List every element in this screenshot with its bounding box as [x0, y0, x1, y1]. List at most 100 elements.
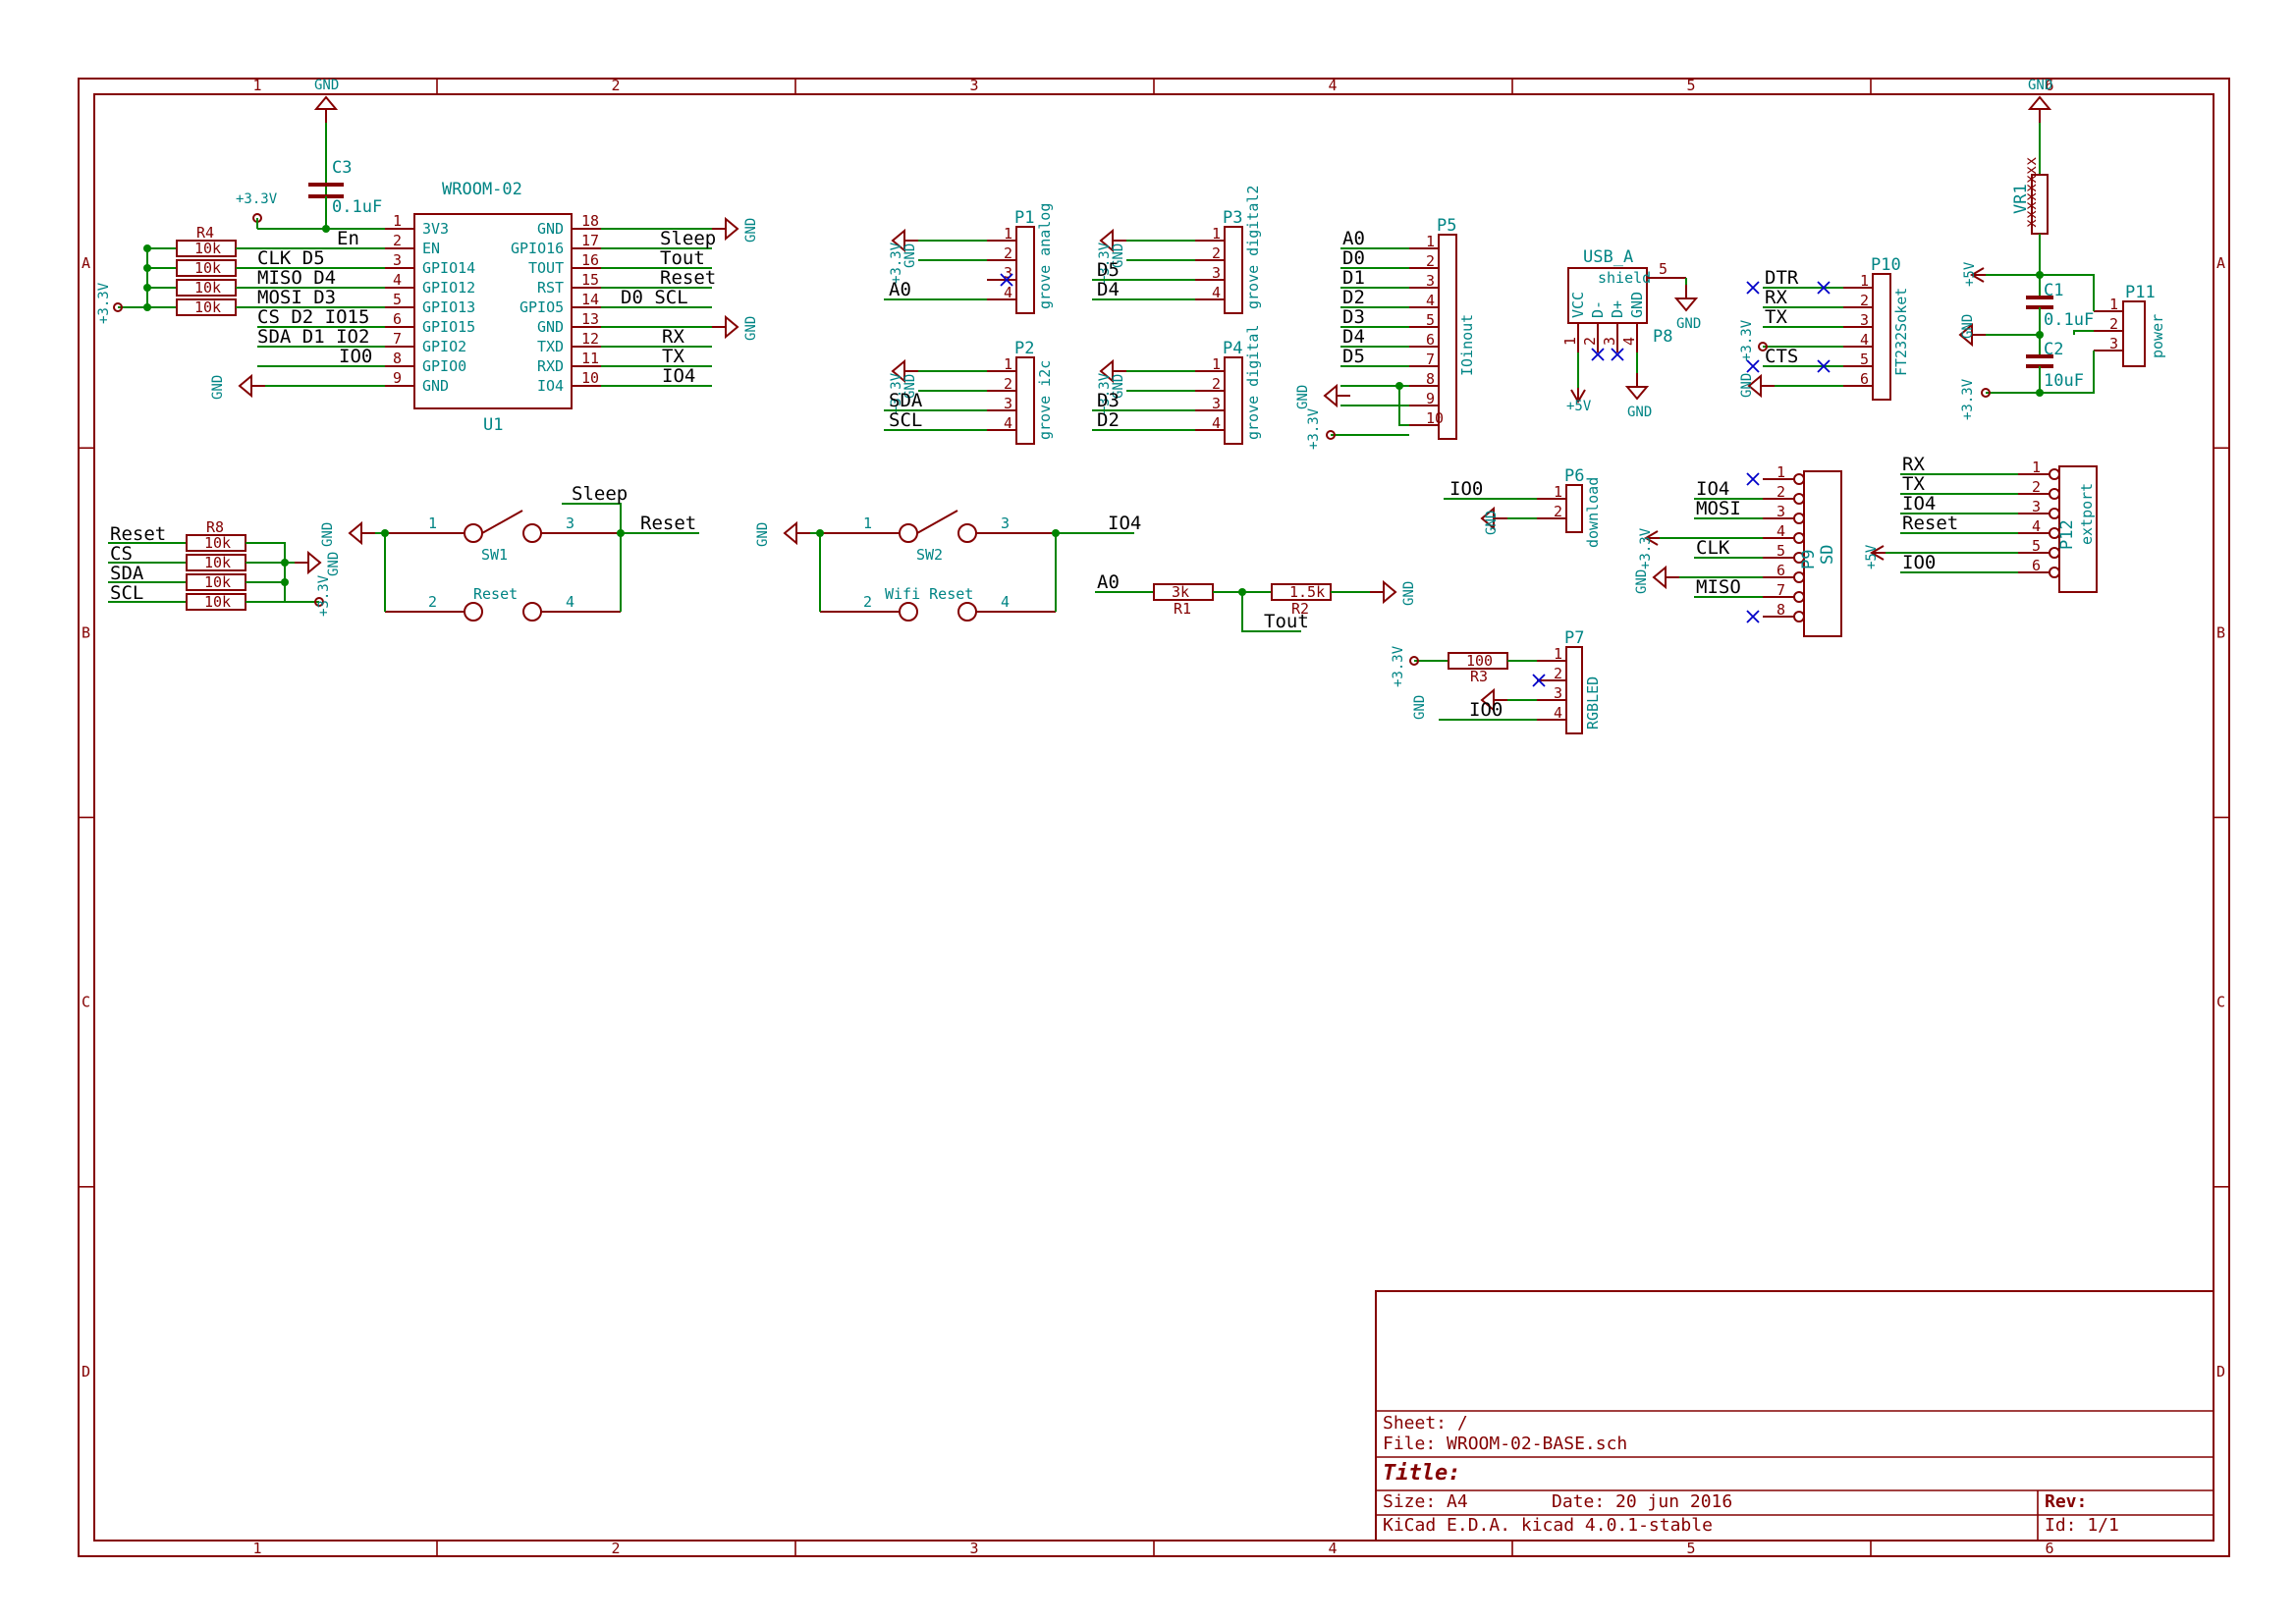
connector-body	[1565, 484, 1583, 533]
power-flag	[314, 597, 324, 607]
gnd-shape	[1958, 322, 1986, 348]
u1-pin-num: 18	[581, 212, 599, 230]
connector-name: IOinout	[1458, 314, 1476, 376]
no-connect-marker	[1746, 359, 1760, 373]
net-label: MOSI D3	[257, 287, 336, 308]
u1-pin-num: 5	[393, 291, 402, 308]
u1-pin-name: GND	[537, 220, 564, 238]
net-label: IO0	[1469, 699, 1503, 721]
net-label: SDA D1 IO2	[257, 326, 369, 348]
gnd-label: GND	[320, 522, 336, 547]
pin-number: 3	[1777, 503, 1785, 520]
power-flag	[1981, 388, 1991, 398]
power-label: +3.3V	[96, 282, 112, 324]
gnd-shape	[891, 228, 918, 253]
net-label: D5	[1097, 259, 1120, 281]
pin-number: 3	[1426, 272, 1435, 290]
vr1-ref: VR1	[2011, 184, 2031, 214]
frame-row-right: A	[2216, 254, 2225, 272]
gnd-label: GND	[210, 375, 226, 400]
junction	[1395, 382, 1403, 390]
frame-col-bottom: 6	[2046, 1540, 2054, 1557]
no-connect-marker	[1817, 359, 1831, 373]
pin-number: 4	[1860, 331, 1869, 349]
u1-pin-name: GPIO0	[422, 357, 466, 375]
u1-pin-name: RXD	[537, 357, 564, 375]
pin-number: 3	[2032, 498, 2041, 515]
gnd-symbol	[1958, 322, 1986, 348]
net-label: IO0	[339, 346, 372, 367]
gnd-shape	[1673, 285, 1699, 312]
gnd-symbol: GND	[712, 216, 759, 243]
gnd-symbol	[891, 228, 918, 253]
u1-pin-name: GPIO13	[422, 298, 475, 316]
gnd-symbol: GND	[712, 314, 759, 341]
gnd-symbol: GND	[320, 520, 375, 547]
sw-contact	[464, 523, 483, 543]
resistor-ref: R8	[206, 518, 224, 536]
resistor-value: 10k	[204, 534, 231, 552]
frame-col-bottom: 5	[1687, 1540, 1696, 1557]
gnd-symbol: GND	[1370, 579, 1417, 606]
wire	[2040, 274, 2095, 311]
frame-row-left: B	[82, 623, 90, 641]
net-label: IO4	[1696, 478, 1729, 500]
gnd-symbol	[1747, 373, 1775, 399]
pin-number: 2	[1554, 665, 1562, 682]
u1-pin-name: GND	[537, 318, 564, 336]
connector-body	[1015, 226, 1035, 314]
pin-number: 3	[1212, 264, 1221, 282]
junction	[143, 264, 151, 272]
gnd-shape	[1480, 506, 1507, 531]
pin-number: 3	[2109, 335, 2118, 352]
no-connect-marker	[1591, 348, 1605, 361]
sw-contact	[464, 602, 483, 622]
net-label: A0	[1342, 228, 1365, 249]
pin-bubble	[2049, 527, 2060, 539]
pin-number: 1	[1004, 355, 1012, 373]
connector-body	[1438, 234, 1457, 440]
resistor-value: 1.5k	[1289, 583, 1325, 601]
pin-number: 7	[1426, 351, 1435, 368]
power-label: +3.3V	[1638, 527, 1654, 569]
gnd-shape	[891, 358, 918, 384]
power-label: +3.3V	[236, 191, 278, 207]
net-label: TX	[1902, 473, 1925, 495]
frame-row-left: D	[82, 1363, 90, 1380]
usb-pin-num: 3	[1601, 337, 1618, 346]
tb-sheet: Sheet: /	[1383, 1413, 1468, 1434]
u1-pin-num: 11	[581, 350, 599, 367]
pin-number: 2	[1426, 252, 1435, 270]
connector-ref: P5	[1437, 216, 1456, 236]
net-label: TX	[1765, 306, 1787, 328]
connector-body	[1565, 646, 1583, 734]
resistor-value: 100	[1466, 652, 1493, 670]
tb-id: Id: 1/1	[2045, 1515, 2119, 1536]
pin-bubble	[1793, 591, 1805, 603]
connector-body	[2058, 465, 2098, 593]
no-connect-marker	[1817, 281, 1831, 295]
gnd-symbol: GND	[313, 78, 339, 123]
pin-number: 8	[1426, 370, 1435, 388]
connector-name: grove analog	[1036, 203, 1054, 309]
net-label: D2	[1097, 409, 1120, 431]
pin-number: 9	[1426, 390, 1435, 407]
pin-bubble	[1793, 571, 1805, 583]
pin-bubble	[1793, 611, 1805, 622]
gnd-shape	[712, 314, 739, 340]
net-label: CLK	[1696, 537, 1730, 559]
sw-contact	[957, 523, 977, 543]
usb-pin-name: VCC	[1569, 292, 1587, 318]
u1-pin-name: GPIO12	[422, 279, 475, 297]
r3-ref: R3	[1470, 668, 1488, 685]
pin-bubble	[2049, 567, 2060, 578]
c1-ref: C1	[2044, 281, 2063, 300]
pin-number: 4	[1212, 414, 1221, 432]
